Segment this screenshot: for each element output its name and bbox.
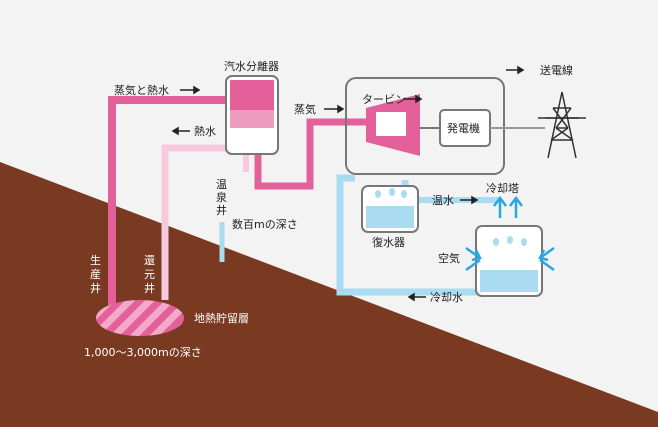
hot-water-label: 熱水 <box>194 125 216 138</box>
steam-arrow-icon <box>324 104 345 114</box>
turbine-house <box>345 77 505 175</box>
production-well-label-1: 生 <box>90 253 101 267</box>
condenser-water <box>366 206 414 228</box>
turbine-label: タービン <box>362 93 406 106</box>
condenser-drops <box>375 188 407 198</box>
separator-label: 汽水分離器 <box>224 59 279 73</box>
separator-steam-part <box>230 80 274 110</box>
reinjection-pipe <box>161 144 248 300</box>
production-well-label-3: 井 <box>90 281 101 295</box>
cooling-water-arrow-icon <box>407 292 426 302</box>
warm-water-label: 温水 <box>432 194 454 207</box>
hot-spring-well-label-3: 井 <box>216 203 227 217</box>
steam-pipe <box>254 110 370 190</box>
reinjection-well-label-1: 還 <box>144 254 155 267</box>
warm-water-arrow-icon <box>460 195 479 205</box>
cooling-water-label: 冷却水 <box>430 291 463 304</box>
steam-label: 蒸気 <box>294 102 316 116</box>
production-well-label-2: 産 <box>90 268 101 281</box>
transmission-line-label: 送電線 <box>540 63 573 77</box>
geothermal-reservoir <box>96 300 184 336</box>
generator-label: 発電機 <box>447 121 480 135</box>
right-arrow-icon <box>180 85 201 95</box>
cooling-tower-drops <box>493 236 527 246</box>
hot-spring-well-label-1: 温 <box>216 178 227 191</box>
transmission-tower-icon <box>538 91 586 159</box>
hundreds-depth-label: 数百mの深さ <box>232 218 298 231</box>
turbine-arrow-icon <box>404 94 423 104</box>
air-label: 空気 <box>438 251 460 265</box>
left-arrow-icon <box>171 126 190 136</box>
reservoir-label: 地熱貯留層 <box>194 312 249 325</box>
transmission-arrow-icon <box>506 65 525 75</box>
production-pipe <box>108 96 228 305</box>
condenser-label: 復水器 <box>372 236 405 249</box>
cooling-arrows-icon <box>465 195 555 272</box>
reinjection-well-label-2: 元 <box>144 268 155 281</box>
reservoir-depth-label: 1,000～3,000mの深さ <box>84 346 202 359</box>
reinjection-well-label-3: 井 <box>144 281 155 295</box>
cooling-tower-water <box>480 270 538 292</box>
separator-water-part <box>230 110 274 128</box>
hot-spring-well-label-2: 泉 <box>216 190 227 204</box>
steam-and-hot-water-label: 蒸気と熱水 <box>114 83 169 97</box>
cooling-tower-label: 冷却塔 <box>486 182 519 195</box>
turbine-core <box>376 112 406 136</box>
